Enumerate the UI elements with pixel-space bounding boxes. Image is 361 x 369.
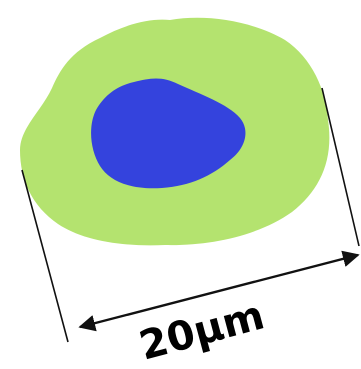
scale-bar-right-extension-line bbox=[322, 88, 359, 246]
scale-bar-label: 20μm bbox=[135, 292, 269, 369]
